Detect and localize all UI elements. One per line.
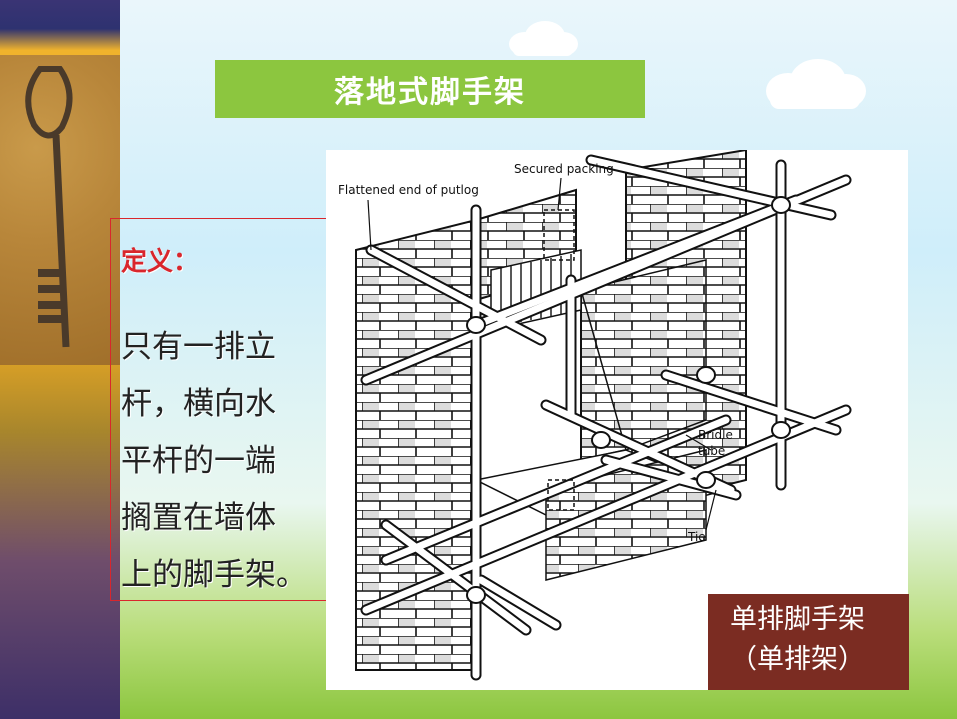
definition-box: 定义： 只有一排立 杆，横向水 平杆的一端 搁置在墙体 上的脚手架。: [110, 218, 328, 601]
definition-text: 只有一排立 杆，横向水 平杆的一端 搁置在墙体 上的脚手架。: [121, 319, 331, 604]
caption-box: 单排脚手架 （单排架）: [708, 594, 909, 690]
definition-line: 杆，横向水: [121, 386, 276, 422]
definition-label: 定义：: [121, 247, 200, 277]
caption-line: 单排脚手架: [730, 604, 865, 635]
definition-line: 平杆的一端: [121, 443, 276, 479]
slide-title: 落地式脚手架: [215, 60, 645, 118]
label-tie: Tie: [688, 530, 706, 544]
label-bridle: Bridle: [698, 428, 733, 442]
label-packing: Secured packing: [514, 162, 614, 176]
cloud-icon: [766, 59, 866, 109]
cloud-icon: [509, 21, 578, 56]
key-icon: [25, 66, 73, 348]
definition-line: 上的脚手架。: [121, 557, 307, 593]
label-putlog: Flattened end of putlog: [338, 183, 479, 197]
caption-line: （单排架）: [730, 644, 865, 675]
label-bridle-tube: tube: [698, 444, 726, 458]
definition-line: 搁置在墙体: [121, 500, 276, 536]
key-photo: [0, 55, 120, 365]
definition-line: 只有一排立: [121, 329, 276, 365]
